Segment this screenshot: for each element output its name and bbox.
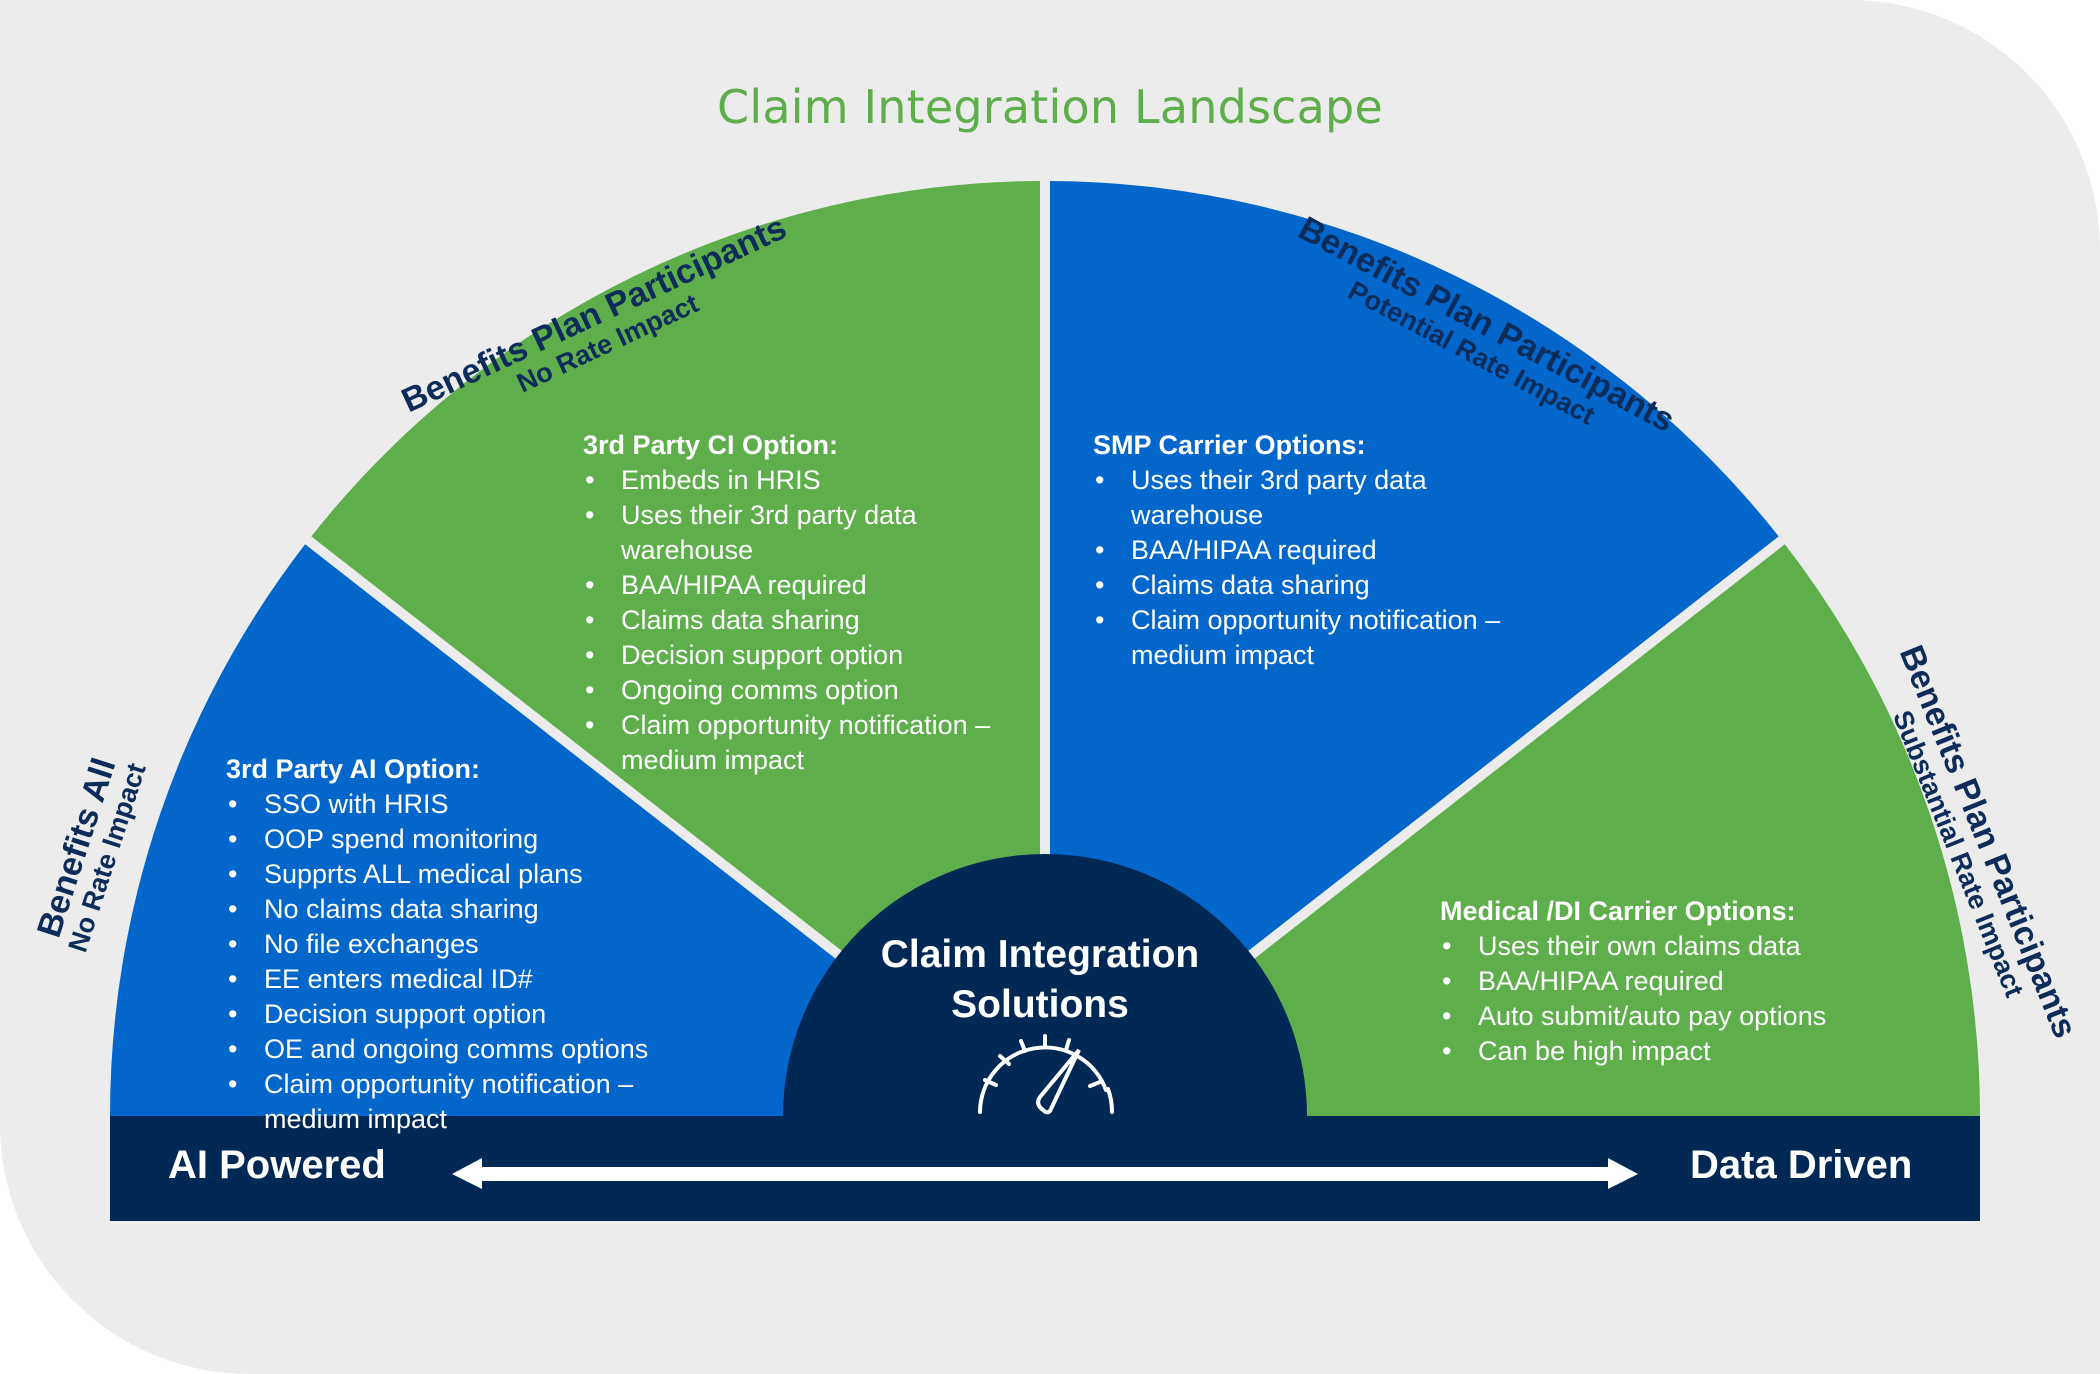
list-item: EE enters medical ID# [226, 962, 686, 997]
list-item: OOP spend monitoring [226, 822, 686, 857]
segment-heading: SMP Carrier Options: [1093, 430, 1366, 460]
segment-3rd-party-ci: 3rd Party CI Option: Embeds in HRIS Uses… [583, 428, 1013, 778]
list-item: BAA/HIPAA required [1440, 964, 1920, 999]
hub-title-line1: Claim Integration [880, 933, 1200, 976]
segment-items: Uses their 3rd party data warehouse BAA/… [1093, 463, 1533, 673]
ai-powered-label: AI Powered [168, 1143, 386, 1187]
list-item: Claim opportunity notification – medium … [1093, 603, 1533, 673]
list-item: Claims data sharing [1093, 568, 1533, 603]
hub-semicircle [783, 854, 1307, 1116]
list-item: Embeds in HRIS [583, 463, 1013, 498]
page-title: Claim Integration Landscape [717, 80, 1383, 134]
segment-smp-carrier: SMP Carrier Options: Uses their 3rd part… [1093, 428, 1533, 673]
list-item: Uses their 3rd party data warehouse [1093, 463, 1533, 533]
list-item: Decision support option [226, 997, 686, 1032]
segment-heading: 3rd Party CI Option: [583, 430, 839, 460]
hub-title-line2: Solutions [951, 983, 1129, 1026]
segment-heading: 3rd Party AI Option: [226, 754, 481, 784]
speedometer-icon [978, 1034, 1115, 1115]
list-item: Supprts ALL medical plans [226, 857, 686, 892]
list-item: BAA/HIPAA required [1093, 533, 1533, 568]
list-item: Ongoing comms option [583, 673, 1013, 708]
list-item: Claim opportunity notification – medium … [226, 1067, 686, 1137]
list-item: BAA/HIPAA required [583, 568, 1013, 603]
segment-medical-di-carrier: Medical /DI Carrier Options: Uses their … [1440, 894, 1920, 1069]
list-item: Can be high impact [1440, 1034, 1920, 1069]
list-item: Claim opportunity notification – medium … [583, 708, 1013, 778]
list-item: OE and ongoing comms options [226, 1032, 686, 1067]
list-item: Auto submit/auto pay options [1440, 999, 1920, 1034]
list-item: No file exchanges [226, 927, 686, 962]
segment-items: SSO with HRIS OOP spend monitoring Suppr… [226, 787, 686, 1137]
double-headed-arrow [452, 1158, 1638, 1189]
segment-items: Embeds in HRIS Uses their 3rd party data… [583, 463, 1013, 778]
segment-items: Uses their own claims data BAA/HIPAA req… [1440, 929, 1920, 1069]
list-item: Uses their own claims data [1440, 929, 1920, 964]
list-item: No claims data sharing [226, 892, 686, 927]
list-item: SSO with HRIS [226, 787, 686, 822]
segment-heading: Medical /DI Carrier Options: [1440, 896, 1796, 926]
list-item: Claims data sharing [583, 603, 1013, 638]
list-item: Uses their 3rd party data warehouse [583, 498, 1013, 568]
hub-title: Claim Integration Solutions [780, 930, 1300, 1030]
segment-3rd-party-ai: 3rd Party AI Option: SSO with HRIS OOP s… [226, 752, 686, 1137]
data-driven-label: Data Driven [1690, 1143, 1913, 1187]
list-item: Decision support option [583, 638, 1013, 673]
